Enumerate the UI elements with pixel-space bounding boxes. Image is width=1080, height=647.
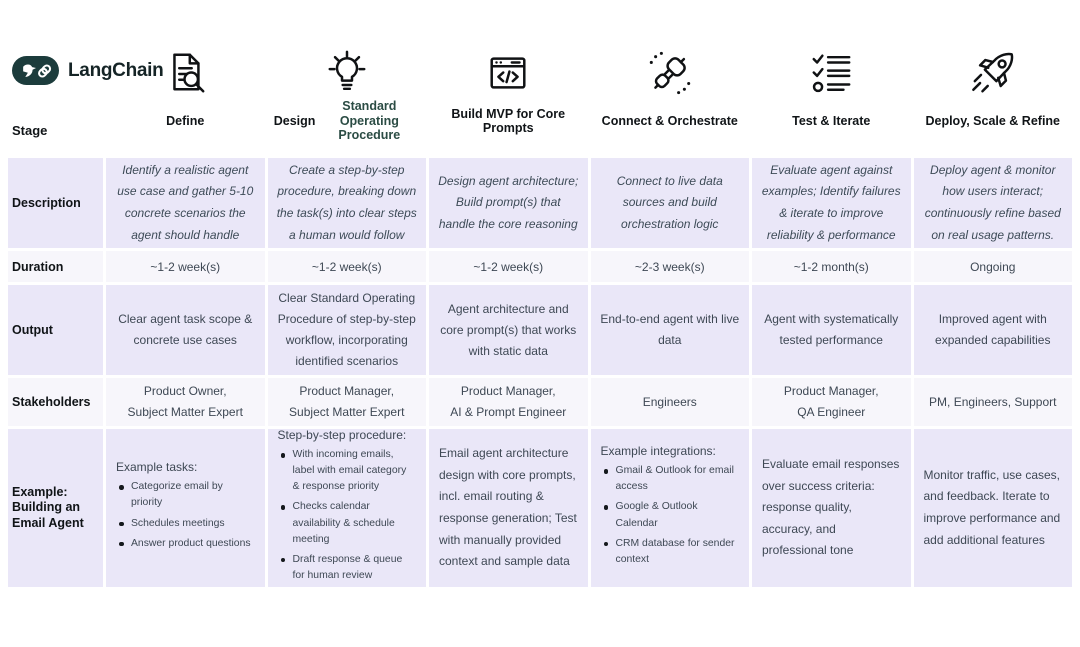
example-intro: Step-by-step procedure: xyxy=(277,428,407,442)
list-item: Checks calendar availability & schedule … xyxy=(278,499,417,547)
example-text: Evaluate email responses over success cr… xyxy=(762,457,900,558)
column-label: Define xyxy=(166,113,205,128)
list-item: Product Manager, xyxy=(783,384,879,398)
example-text: Email agent architecture design with cor… xyxy=(439,446,577,569)
list-item: With incoming emails, label with email c… xyxy=(278,447,417,495)
row-label-example: Example: Building an Email Agent xyxy=(8,429,103,587)
stakeholders-define: Product Owner, Subject Matter Expert xyxy=(106,378,265,426)
column-header-design-sop: Design Standard Operating Procedure xyxy=(267,40,426,142)
list-item: Schedules meetings xyxy=(116,516,255,532)
column-label: Deploy, Scale & Refine xyxy=(925,113,1061,128)
example-intro: Example tasks: xyxy=(116,460,198,475)
example-deploy: Monitor traffic, use cases, and feedback… xyxy=(913,429,1072,587)
stakeholders-connect: Engineers xyxy=(590,378,749,426)
list-item: Google & Outlook Calendar xyxy=(601,499,740,531)
langchain-logo-badge xyxy=(12,56,59,85)
list-item: Subject Matter Expert xyxy=(127,405,243,419)
row-label-duration: Duration xyxy=(8,251,103,282)
column-label-accent: Standard Operating Procedure xyxy=(338,99,401,143)
column-header-connect: Connect & Orchestrate xyxy=(590,40,749,138)
description-build-mvp: Design agent architecture; Build prompt(… xyxy=(429,158,588,248)
output-connect: End-to-end agent with live data xyxy=(590,285,749,375)
output-define: Clear agent task scope & concrete use ca… xyxy=(106,285,265,375)
list-item: Product Owner, xyxy=(143,384,227,398)
stakeholders-design-sop: Product Manager, Subject Matter Expert xyxy=(267,378,426,426)
row-label-output: Output xyxy=(8,285,103,375)
stages-table: Stage Define Design Standard O xyxy=(8,40,1072,587)
column-header-test: Test & Iterate xyxy=(752,40,911,138)
stakeholders-row: Stakeholders Product Owner, Subject Matte… xyxy=(8,378,1072,426)
list-item: QA Engineer xyxy=(797,405,866,419)
list-item: Answer product questions xyxy=(116,536,255,552)
example-intro: Example integrations: xyxy=(600,444,716,459)
output-row: Output Clear agent task scope & concrete… xyxy=(8,285,1072,375)
duration-build-mvp: ~1-2 week(s) xyxy=(429,251,588,282)
header-row: Stage Define Design Standard O xyxy=(8,40,1072,148)
row-label-stakeholders: Stakeholders xyxy=(8,378,103,426)
example-build-mvp: Email agent architecture design with cor… xyxy=(429,429,588,587)
description-row: Description Identify a realistic agent u… xyxy=(8,158,1072,248)
row-label-description: Description xyxy=(8,158,103,248)
plug-icon xyxy=(647,44,693,96)
list-item: Engineers xyxy=(642,394,697,409)
column-label: Test & Iterate xyxy=(792,113,871,128)
duration-connect: ~2-3 week(s) xyxy=(590,251,749,282)
list-item: Categorize email by priority xyxy=(116,479,255,511)
example-row: Example: Building an Email Agent Example… xyxy=(8,428,1072,588)
column-label: Connect & Orchestrate xyxy=(601,113,738,128)
example-row-title: Example: xyxy=(12,484,68,499)
duration-design-sop: ~1-2 week(s) xyxy=(267,251,426,282)
column-label: Design xyxy=(273,113,316,128)
column-label: Build MVP for Core Prompts xyxy=(451,106,566,135)
stakeholders-test: Product Manager, QA Engineer xyxy=(752,378,911,426)
example-test: Evaluate email responses over success cr… xyxy=(752,429,911,587)
example-connect: Example integrations: Gmail & Outlook fo… xyxy=(590,429,749,587)
description-connect: Connect to live data sources and build o… xyxy=(590,158,749,248)
output-deploy: Improved agent with expanded capabilitie… xyxy=(913,285,1072,375)
duration-row: Duration ~1-2 week(s) ~1-2 week(s) ~1-2 … xyxy=(8,251,1072,282)
list-item: PM, Engineers, Support xyxy=(929,394,1057,409)
description-deploy: Deploy agent & monitor how users interac… xyxy=(913,158,1072,248)
rocket-icon xyxy=(970,44,1016,96)
description-design-sop: Create a step-by-step procedure, breakin… xyxy=(267,158,426,248)
description-define: Identify a realistic agent use case and … xyxy=(106,158,265,248)
stakeholders-deploy: PM, Engineers, Support xyxy=(913,378,1072,426)
output-build-mvp: Agent architecture and core prompt(s) th… xyxy=(429,285,588,375)
duration-deploy: Ongoing xyxy=(913,251,1072,282)
column-header-build-mvp: Build MVP for Core Prompts xyxy=(429,40,588,138)
document-search-icon xyxy=(162,44,208,96)
brand-name: LangChain xyxy=(68,59,164,81)
column-header-deploy: Deploy, Scale & Refine xyxy=(913,40,1072,138)
stakeholders-build-mvp: Product Manager, AI & Prompt Engineer xyxy=(429,378,588,426)
example-bullets: With incoming emails, label with email c… xyxy=(278,447,417,588)
duration-define: ~1-2 week(s) xyxy=(106,251,265,282)
list-item: Product Manager, xyxy=(299,384,395,398)
output-test: Agent with systematically tested perform… xyxy=(752,285,911,375)
list-item: Product Manager, xyxy=(460,384,556,398)
description-test: Evaluate agent against examples; Identif… xyxy=(752,158,911,248)
output-design-sop: Clear Standard Operating Procedure of st… xyxy=(267,285,426,375)
list-item: Subject Matter Expert xyxy=(289,405,405,419)
example-design-sop: Step-by-step procedure: With incoming em… xyxy=(267,428,426,588)
list-item: Gmail & Outlook for email access xyxy=(601,463,740,495)
duration-test: ~1-2 month(s) xyxy=(752,251,911,282)
column-header-define: Define xyxy=(106,40,265,138)
example-row-subtitle: Building an Email Agent xyxy=(12,499,84,530)
parrot-chain-icon xyxy=(22,63,51,78)
stage-header: Stage xyxy=(8,40,103,148)
example-define: Example tasks: Categorize email by prior… xyxy=(106,429,265,587)
list-item: Draft response & queue for human review xyxy=(278,552,417,584)
list-item: AI & Prompt Engineer xyxy=(450,405,567,419)
lightbulb-icon xyxy=(324,44,370,96)
langchain-logo: LangChain xyxy=(12,56,164,85)
list-item: CRM database for sender context xyxy=(601,536,740,568)
example-text: Monitor traffic, use cases, and feedback… xyxy=(923,467,1061,547)
checklist-icon xyxy=(808,44,854,96)
browser-code-icon xyxy=(485,44,531,96)
